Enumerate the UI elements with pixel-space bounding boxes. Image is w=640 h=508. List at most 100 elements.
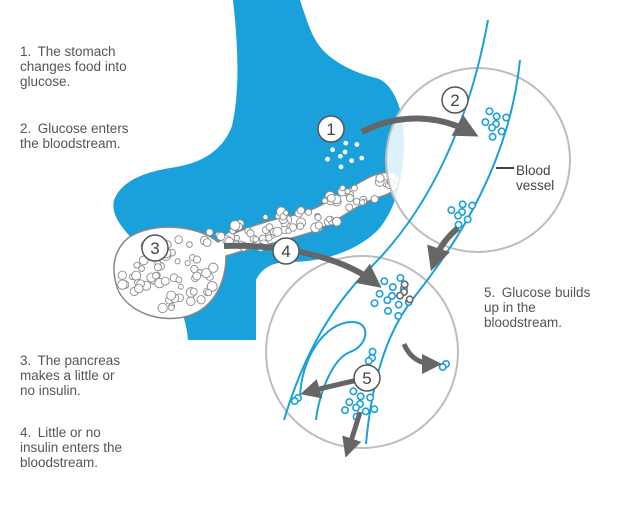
pancreas-cell: [246, 229, 255, 238]
marker-2-text: 2: [450, 91, 459, 110]
step-1-text: The stomach changes food into glucose.: [20, 44, 127, 89]
glucose-molecule: [345, 398, 354, 407]
pancreas-cell: [117, 270, 127, 280]
glucose-molecule: [488, 123, 497, 132]
blood-vessel-label-text: Blood vessel: [516, 163, 555, 193]
glucose-molecule: [336, 152, 345, 161]
lower-magnifier-circle: [265, 255, 459, 449]
glucose-molecule: [447, 206, 456, 215]
glucose-molecule: [463, 215, 472, 224]
pancreas-cell: [152, 271, 160, 280]
pancreas-cell: [327, 193, 336, 203]
marker-5-text: 5: [362, 369, 371, 388]
pancreas-cell: [304, 208, 313, 216]
pancreas-cell: [202, 238, 212, 247]
pancreas-cell: [252, 236, 260, 243]
pancreas-cell: [189, 287, 198, 296]
pancreas-cell: [345, 193, 355, 203]
glucose-molecule: [328, 145, 337, 154]
pancreas-cell: [192, 255, 201, 264]
glucose-molecule: [458, 200, 467, 209]
marker-4: 4: [272, 237, 300, 265]
marker-5: 5: [353, 364, 381, 392]
pancreas-cell: [157, 302, 168, 314]
glucose-molecule: [388, 283, 397, 292]
glucose-molecule: [340, 148, 349, 157]
glucose-molecule: [394, 311, 403, 320]
marker-3: 3: [141, 234, 169, 262]
glucose-molecule: [488, 132, 497, 141]
pancreas-cell: [206, 281, 218, 292]
glucose-molecule: [481, 118, 490, 127]
glucose-molecule: [454, 220, 463, 229]
step-2-number: 2.: [20, 121, 32, 136]
pancreas-cell: [262, 214, 269, 221]
glucose-molecule: [349, 387, 358, 396]
glucose-molecule: [370, 405, 379, 414]
glucose-molecule: [356, 392, 365, 401]
glucose-molecule: [383, 296, 392, 305]
arrow-out-down: [342, 411, 363, 458]
glucose-molecule: [375, 289, 384, 298]
pancreas-cell: [134, 283, 144, 294]
glucose-molecule: [396, 291, 405, 300]
pancreas-cell: [204, 288, 213, 297]
arrow-glucose-down: [427, 225, 460, 272]
marker-1: 1: [317, 115, 345, 143]
pancreas-cell: [344, 188, 351, 195]
pancreas-cell: [131, 270, 142, 281]
marker-2: 2: [441, 86, 469, 114]
step-1-number: 1.: [20, 44, 32, 59]
pancreas-cell: [190, 264, 199, 274]
step-3-number: 3.: [20, 353, 32, 368]
pancreas-cell: [296, 206, 306, 215]
step-4-number: 4.: [20, 425, 32, 440]
pancreas-cell: [345, 203, 354, 212]
pancreas-cell: [229, 220, 241, 231]
glucose-molecule: [347, 156, 356, 165]
step-2-text: Glucose enters the bloodstream.: [20, 121, 129, 151]
pancreas-cell: [208, 262, 219, 273]
step-3: 3. The pancreas makes a little or no ins…: [20, 353, 200, 398]
glucose-molecule: [394, 300, 403, 309]
arrow-stomach-to-vessel: [360, 114, 479, 137]
pancreas-cell: [314, 221, 323, 230]
step-2: 2. Glucose enters the bloodstream.: [20, 121, 200, 151]
blood-vessel-wall-right: [365, 59, 521, 445]
glucose-molecule: [341, 139, 350, 148]
step-4-text: Little or no insulin enters the bloodstr…: [20, 425, 123, 470]
pancreas-cell: [133, 261, 141, 269]
glucose-molecule: [352, 140, 361, 149]
pancreas-cell: [375, 173, 385, 183]
pancreas-cell: [160, 276, 170, 286]
pancreas-cell: [117, 279, 128, 290]
pancreas-cell: [186, 296, 196, 307]
step-5-number: 5.: [484, 285, 496, 300]
pancreas-cell: [192, 271, 202, 281]
pancreas-cell: [201, 268, 212, 279]
glucose-molecules: [290, 107, 511, 421]
arrow-pancreas-to-vessel: [223, 242, 382, 288]
pancreas-cell: [331, 216, 342, 227]
pancreas-cell: [168, 304, 175, 311]
step-3-text: The pancreas makes a little or no insuli…: [20, 353, 121, 398]
glucose-molecule: [380, 277, 389, 286]
pancreas-cell: [174, 258, 181, 265]
pancreas-cell: [314, 213, 322, 222]
glucose-molecule: [400, 280, 409, 289]
pancreas-cell: [325, 215, 333, 223]
pancreas-cell: [166, 290, 177, 301]
glucose-molecule: [336, 162, 345, 171]
pancreas-cell: [174, 235, 183, 244]
glucose-molecule: [438, 363, 447, 372]
arrow-out-right: [401, 342, 442, 374]
marker-3-text: 3: [150, 239, 159, 258]
step-4: 4. Little or no insulin enters the blood…: [20, 425, 200, 470]
glucose-molecule: [352, 403, 361, 412]
glucose-molecule: [368, 347, 377, 356]
pancreas-cell: [184, 260, 191, 267]
glucose-molecule: [364, 357, 373, 366]
pancreas-cell: [370, 195, 379, 204]
glucose-molecule: [468, 201, 477, 210]
glucose-molecule: [357, 154, 366, 163]
